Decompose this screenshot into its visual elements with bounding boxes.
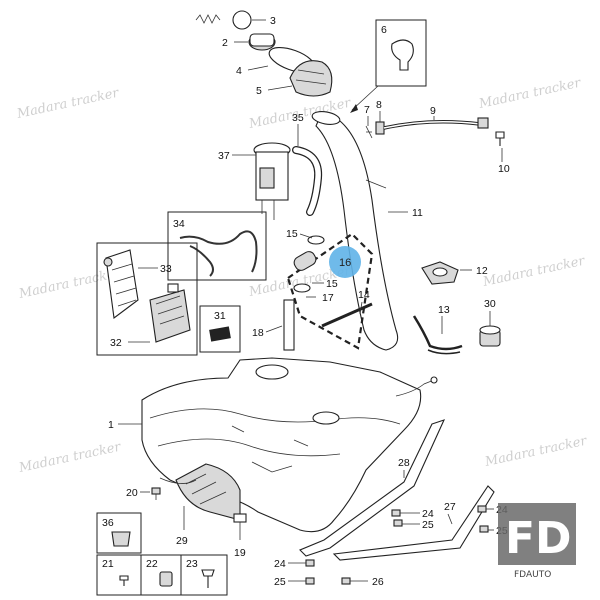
seal-ring-3 [232, 10, 252, 30]
callout-24a: 24 [422, 508, 434, 520]
hose-35 [292, 146, 323, 216]
callout-5: 5 [256, 85, 262, 97]
callout-9: 9 [430, 105, 436, 117]
callout-1: 1 [108, 419, 114, 431]
watermark: Madara tracker [483, 434, 589, 471]
callout-20: 20 [126, 487, 138, 499]
watermark: Madara tracker [477, 76, 583, 113]
clamp-8 [375, 121, 385, 135]
clip-19 [233, 513, 247, 523]
callout-7: 7 [364, 104, 370, 116]
bolt-10 [495, 131, 505, 146]
callout-4: 4 [236, 65, 242, 77]
clip-6 [391, 39, 414, 71]
pad-31 [209, 326, 231, 342]
callout-13: 13 [438, 304, 450, 316]
callout-31: 31 [214, 310, 226, 322]
callout-12: 12 [476, 265, 488, 277]
logo-caption: FDAUTO [514, 570, 551, 580]
callout-18: 18 [252, 327, 264, 339]
cap-2 [248, 33, 276, 51]
callout-16: 16 [339, 257, 351, 269]
bolt-20 [151, 487, 161, 500]
callout-35: 35 [292, 112, 304, 124]
strap-28 [299, 419, 446, 557]
callout-37: 37 [218, 150, 230, 162]
nut-24a [391, 509, 401, 517]
callout-15a: 15 [286, 228, 298, 240]
bolt-26 [341, 577, 351, 585]
nut-24b [477, 505, 487, 513]
nut-24c [305, 559, 315, 567]
callout-3: 3 [270, 15, 276, 27]
watermark: Madara tracker [17, 266, 123, 303]
strap-13 [412, 315, 463, 355]
callout-32: 32 [110, 337, 122, 349]
callout-36: 36 [102, 517, 114, 529]
rivet-21 [119, 575, 129, 586]
washer-25a [393, 519, 403, 527]
screw-23 [201, 569, 215, 588]
callout-23: 23 [186, 558, 198, 570]
callout-25a: 25 [422, 519, 434, 531]
washer-25b [479, 525, 489, 533]
callout-29: 29 [176, 535, 188, 547]
pump-assembly-37 [253, 142, 291, 220]
detail-box-6 [375, 19, 427, 87]
fdauto-logo: FD FDAUTO [498, 503, 576, 580]
callout-19: 19 [234, 547, 246, 559]
cap-30 [479, 325, 501, 347]
bracket-33 [103, 249, 139, 320]
callout-15b: 15 [326, 278, 338, 290]
callout-2: 2 [222, 37, 228, 49]
watermark: Madara tracker [17, 440, 123, 477]
callout-34: 34 [173, 218, 185, 230]
callout-11: 11 [412, 207, 423, 219]
strap-27 [332, 485, 495, 561]
callout-22: 22 [146, 558, 158, 570]
clip-36 [111, 531, 131, 547]
detail-box-34 [167, 211, 267, 281]
watermark: Madara tracker [15, 86, 121, 123]
detail-box-23 [180, 554, 228, 596]
callout-28: 28 [398, 457, 410, 469]
callout-27: 27 [444, 501, 456, 513]
callout-6: 6 [381, 24, 387, 36]
flange-12 [421, 261, 459, 285]
boot-5 [289, 60, 333, 97]
callout-17: 17 [322, 292, 334, 304]
detail-box-32-33 [96, 242, 198, 356]
callout-33: 33 [160, 263, 172, 275]
callout-24c: 24 [274, 558, 286, 570]
highlight-marker-16 [329, 246, 361, 278]
detail-box-31 [199, 305, 241, 353]
callout-30: 30 [484, 298, 496, 310]
callout-10: 10 [498, 163, 510, 175]
callout-25c: 25 [274, 576, 286, 588]
spring-3 [195, 14, 221, 24]
callout-21: 21 [102, 558, 114, 570]
watermark: Madara tracker [481, 254, 587, 291]
callout-26: 26 [372, 576, 384, 588]
logo-text: FD [505, 513, 572, 564]
washer-25c [305, 577, 315, 585]
module-32 [149, 283, 191, 343]
callout-14: 14 [358, 289, 370, 301]
fuel-tank-1 [141, 357, 438, 533]
dashed-group-14-17 [283, 232, 374, 351]
nut-22 [159, 571, 173, 587]
filler-pipe-11 [311, 111, 399, 351]
vent-line-34 [179, 230, 258, 277]
connector-9 [477, 117, 489, 129]
detail-box-36 [96, 512, 142, 554]
callout-8: 8 [376, 99, 382, 111]
heat-shield-29 [159, 463, 241, 521]
